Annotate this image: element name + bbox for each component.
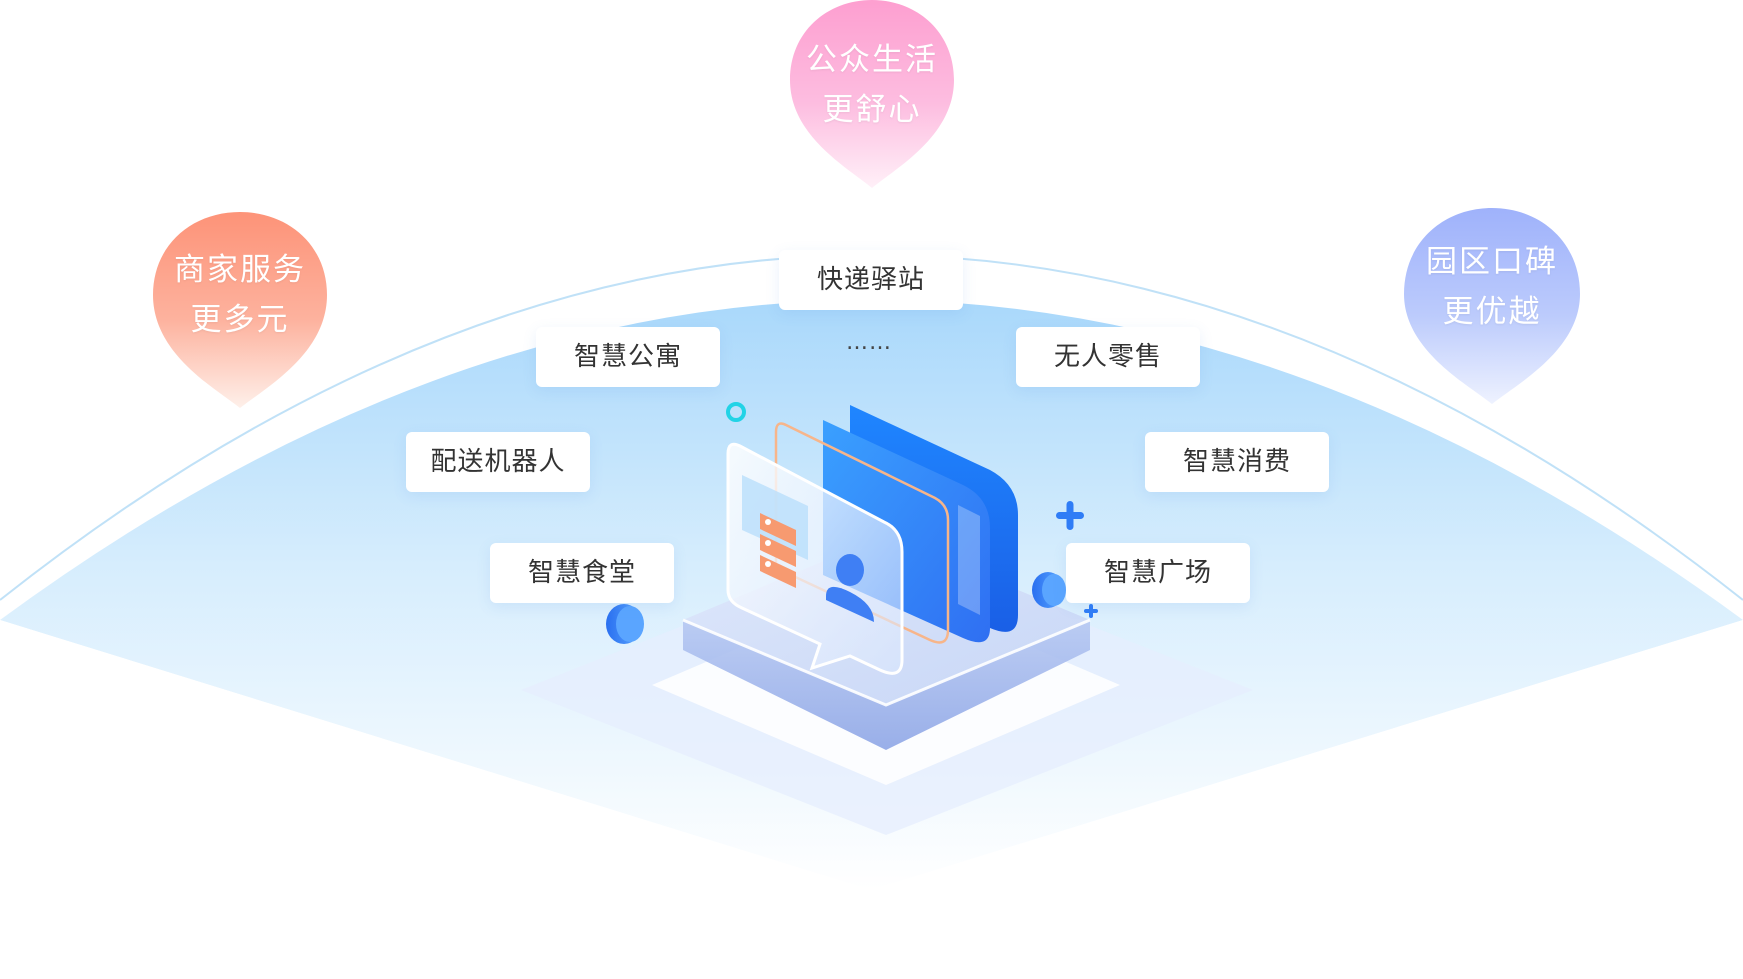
pin-public-shape [790, 0, 954, 188]
tag-smart-apartment: 智慧公寓 [536, 327, 720, 387]
tag-smart-plaza: 智慧广场 [1066, 543, 1250, 603]
pin-park-shape [1404, 208, 1580, 404]
cylinder-right [1032, 572, 1066, 608]
plus-icon-small [1084, 604, 1098, 618]
cylinder-left [606, 604, 644, 644]
more-indicator: …… [846, 330, 892, 355]
tag-smart-canteen: 智慧食堂 [490, 543, 674, 603]
tag-delivery-robot: 配送机器人 [406, 432, 590, 492]
pin-merchant: 商家服务 更多元 [153, 240, 327, 350]
pin-merchant-shape [153, 212, 327, 408]
pin-public-line2: 更舒心 [822, 92, 922, 128]
pin-park: 园区口碑 更优越 [1404, 232, 1580, 342]
outline-card [774, 422, 950, 644]
tag-unmanned-retail: 无人零售 [1016, 327, 1200, 387]
pin-merchant-line2: 更多元 [190, 302, 290, 338]
list-icon [760, 513, 796, 588]
pin-public-line1: 公众生活 [806, 42, 938, 78]
tag-express-station: 快递驿站 [779, 250, 963, 310]
pin-merchant-line1: 商家服务 [174, 252, 306, 288]
dome-fade [0, 620, 1743, 979]
pin-public: 公众生活 更舒心 [790, 30, 954, 140]
ring-decoration [726, 402, 746, 422]
pin-park-line2: 更优越 [1442, 294, 1542, 330]
pin-park-line1: 园区口碑 [1426, 244, 1558, 280]
base-side [683, 620, 1090, 750]
plus-icon-large [1056, 501, 1084, 530]
user-icon [826, 554, 874, 622]
tag-smart-consumption: 智慧消费 [1145, 432, 1329, 492]
